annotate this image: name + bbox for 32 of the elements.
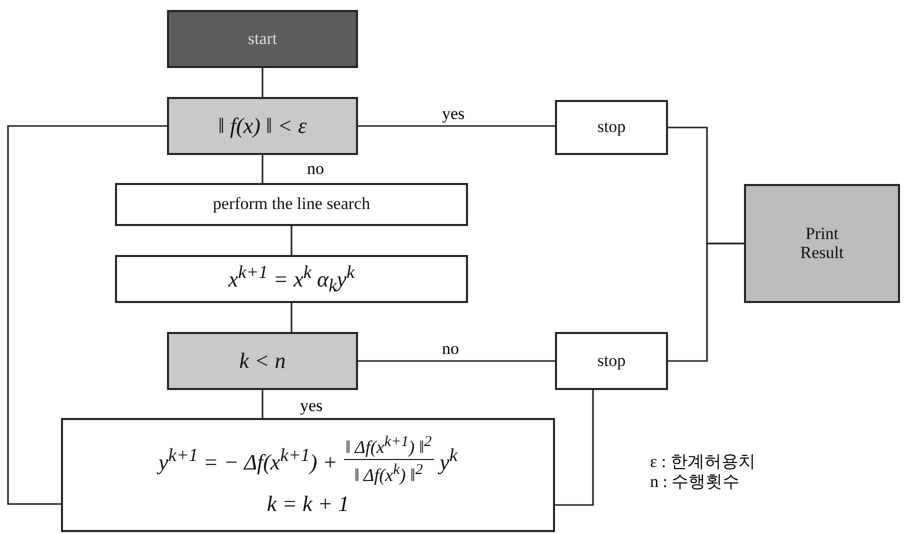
start-box bbox=[167, 10, 358, 68]
formula: y$^{k+1}$ = − Δf(x$^{k+1}$) + bbox=[158, 445, 338, 475]
formula: ‖ f(x) ‖ < ε bbox=[218, 114, 307, 138]
connector-line bbox=[262, 68, 264, 97]
formula: x$^{k+1}$ = x$^{k}$ α$_{k}$y$^{k}$ bbox=[228, 262, 355, 296]
stop-box bbox=[555, 100, 668, 155]
connector-line bbox=[7, 125, 167, 505]
connector-line bbox=[358, 125, 555, 127]
box-label: start bbox=[248, 30, 278, 48]
connector-line bbox=[290, 226, 292, 255]
connector-line bbox=[668, 242, 744, 362]
process-box bbox=[61, 418, 555, 532]
formula: ‖ Δf(x$^{k+1}$) ‖$^{2}$ bbox=[344, 434, 434, 460]
box-label: stop bbox=[597, 118, 626, 137]
decision-box bbox=[167, 332, 358, 390]
connector-line bbox=[358, 360, 555, 362]
box-label: Print Result bbox=[799, 224, 845, 262]
formula: ‖ Δf(x$^{k}$) ‖$^{2}$ bbox=[354, 461, 423, 486]
output-box bbox=[744, 184, 900, 303]
process-box bbox=[115, 183, 468, 226]
connector-line bbox=[262, 390, 264, 418]
connector-line bbox=[555, 390, 594, 506]
formula: k < n bbox=[239, 348, 286, 374]
formula: y$^{k}$ bbox=[440, 445, 458, 475]
box-label: stop bbox=[597, 352, 626, 370]
box-label: perform the line search bbox=[212, 195, 370, 214]
stop-box bbox=[555, 332, 668, 390]
connector-line bbox=[262, 155, 264, 183]
connector-line bbox=[290, 303, 292, 332]
process-box bbox=[115, 255, 468, 303]
decision-box bbox=[167, 97, 358, 155]
formula: k = k + 1 bbox=[266, 492, 350, 516]
